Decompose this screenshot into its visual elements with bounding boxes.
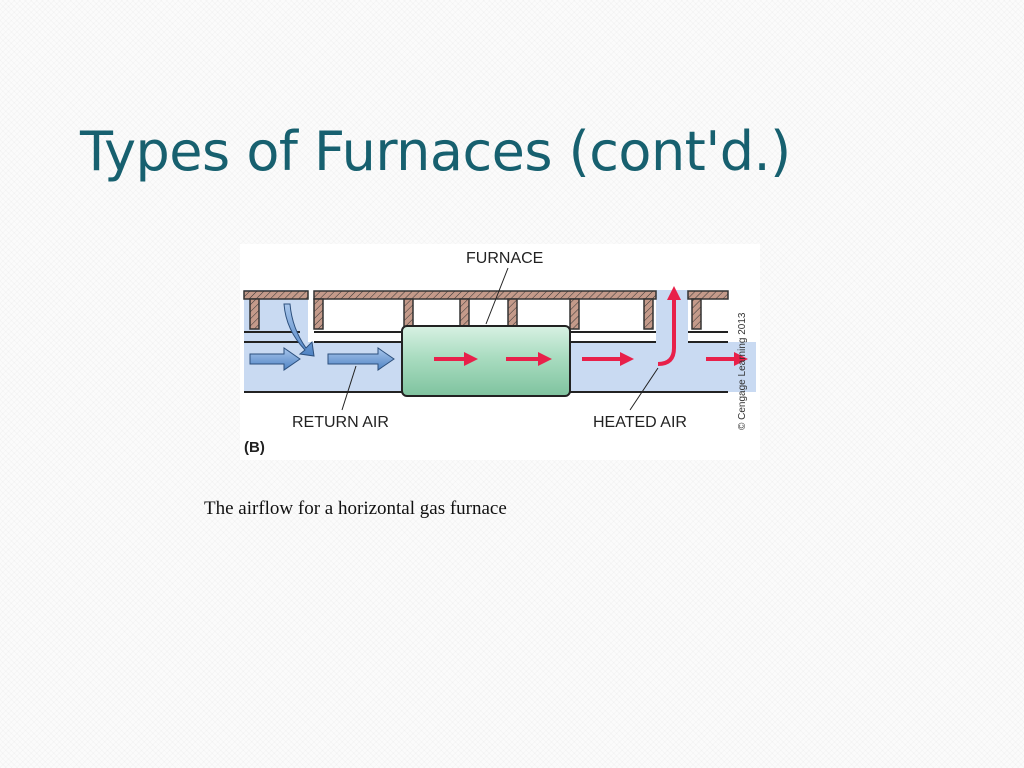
panel-label: (B) (244, 439, 265, 456)
return-air-label: RETURN AIR (292, 414, 389, 431)
leader-lines (341, 267, 659, 411)
return-air-arrows (249, 303, 395, 371)
slide-title: Types of Furnaces (cont'd.) (80, 120, 791, 183)
figure-caption: The airflow for a horizontal gas furnace (204, 498, 507, 519)
heated-air-label: HEATED AIR (593, 414, 687, 431)
heated-air-arrows (434, 286, 748, 366)
furnace-label: FURNACE (466, 250, 543, 267)
floor-joists (243, 290, 729, 330)
duct-walls (244, 331, 728, 393)
furnace-unit (401, 325, 571, 397)
credit-label: © Cengage Learning 2013 (737, 312, 748, 430)
furnace-airflow-diagram: FURNACE RETURN AIR HEATED AIR (B) © Ceng… (240, 244, 760, 460)
